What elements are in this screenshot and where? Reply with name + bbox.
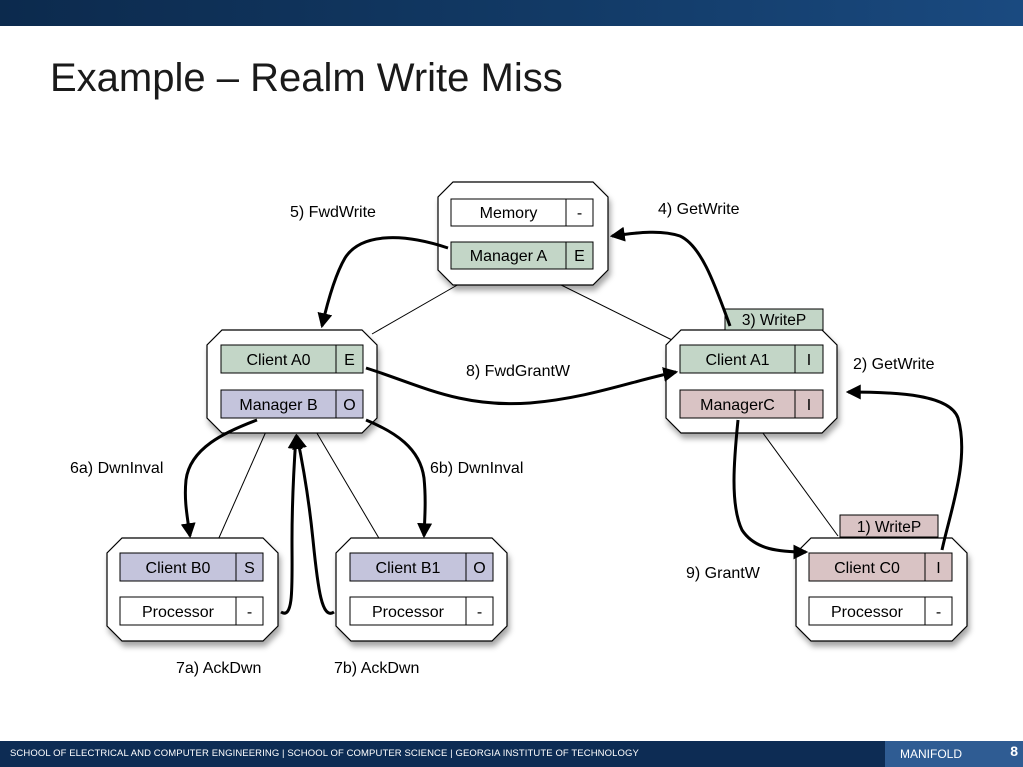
writep-tag-1-label: 1) WriteP bbox=[857, 519, 921, 536]
manager-c-label: ManagerC bbox=[700, 397, 775, 414]
label-get-write-4: 4) GetWrite bbox=[658, 201, 740, 218]
label-ack-dwn-a: 7a) AckDwn bbox=[176, 660, 261, 677]
label-ack-dwn-b: 7b) AckDwn bbox=[334, 660, 419, 677]
client-b1-state: O bbox=[473, 560, 485, 577]
client-c0-row: Client C0 I bbox=[808, 552, 953, 582]
label-dwn-inval-a: 6a) DwnInval bbox=[70, 460, 163, 477]
arrow-fwd-grant-w bbox=[365, 366, 679, 406]
arrow-get-write-4 bbox=[609, 226, 732, 327]
processor-b0-label: Processor bbox=[142, 604, 215, 621]
memory-row: Memory - bbox=[450, 198, 594, 227]
arrow-ack-dwn-b bbox=[292, 433, 335, 615]
arrow-grant-w bbox=[732, 419, 809, 560]
footer-brand-label: MANIFOLD bbox=[900, 747, 963, 761]
processor-b0-row: Processor - bbox=[119, 596, 264, 626]
arrow-fwd-write bbox=[317, 236, 449, 329]
slide-title: Example – Realm Write Miss bbox=[50, 56, 563, 100]
writep-tag-1: 1) WriteP bbox=[839, 514, 939, 538]
line-managerb-clientb0 bbox=[217, 417, 273, 541]
memory-label: Memory bbox=[480, 205, 538, 222]
writep-tag-3: 3) WriteP bbox=[724, 308, 824, 331]
client-b1-label: Client B1 bbox=[376, 560, 441, 577]
client-a0-label: Client A0 bbox=[246, 352, 310, 369]
processor-b1-label: Processor bbox=[372, 604, 445, 621]
client-a1-row: Client A1 I bbox=[679, 344, 824, 374]
memory-state: - bbox=[577, 205, 582, 222]
processor-c0-row: Processor - bbox=[808, 596, 953, 626]
label-get-write-2: 2) GetWrite bbox=[853, 356, 935, 373]
footer-text: SCHOOL OF ELECTRICAL AND COMPUTER ENGINE… bbox=[10, 748, 639, 759]
processor-c0-state: - bbox=[936, 604, 941, 621]
arrow-dwn-inval-b bbox=[365, 418, 433, 539]
client-a1-label: Client A1 bbox=[705, 352, 769, 369]
client-b1-row: Client B1 O bbox=[349, 552, 494, 582]
manager-a-label: Manager A bbox=[470, 248, 548, 265]
label-fwd-grant-w: 8) FwdGrantW bbox=[466, 363, 571, 380]
label-grant-w: 9) GrantW bbox=[686, 565, 761, 582]
manager-b-state: O bbox=[343, 397, 355, 414]
node-container-a bbox=[437, 181, 609, 286]
client-a0-row: Client A0 E bbox=[220, 344, 364, 374]
arrow-dwn-inval-a bbox=[180, 418, 258, 539]
arrow-ack-dwn-a bbox=[280, 433, 303, 615]
footer-bar: SCHOOL OF ELECTRICAL AND COMPUTER ENGINE… bbox=[0, 741, 1023, 767]
manager-c-state: I bbox=[807, 397, 811, 414]
label-fwd-write: 5) FwdWrite bbox=[290, 204, 376, 221]
line-managerb-clientb1 bbox=[307, 417, 381, 541]
page-number: 8 bbox=[1010, 743, 1018, 759]
manager-b-label: Manager B bbox=[239, 397, 317, 414]
line-managerc-clientc0 bbox=[751, 417, 839, 537]
footer-brand: MANIFOLD 8 bbox=[885, 741, 1023, 767]
client-b0-state: S bbox=[244, 560, 255, 577]
label-dwn-inval-b: 6b) DwnInval bbox=[430, 460, 523, 477]
manager-b-row: Manager B O bbox=[220, 389, 364, 419]
manager-a-row: Manager A E bbox=[450, 241, 594, 270]
client-a1-state: I bbox=[807, 352, 811, 369]
processor-c0-label: Processor bbox=[831, 604, 904, 621]
processor-b1-row: Processor - bbox=[349, 596, 494, 626]
client-b0-label: Client B0 bbox=[146, 560, 211, 577]
processor-b1-state: - bbox=[477, 604, 482, 621]
top-banner bbox=[0, 0, 1023, 26]
client-c0-state: I bbox=[936, 560, 940, 577]
manager-a-state: E bbox=[574, 248, 585, 265]
arrow-get-write-2 bbox=[845, 384, 964, 551]
client-b0-row: Client B0 S bbox=[119, 552, 264, 582]
client-c0-label: Client C0 bbox=[834, 560, 900, 577]
manager-c-row: ManagerC I bbox=[679, 389, 824, 419]
processor-b0-state: - bbox=[247, 604, 252, 621]
client-a0-state: E bbox=[344, 352, 355, 369]
writep-tag-3-label: 3) WriteP bbox=[742, 312, 806, 329]
